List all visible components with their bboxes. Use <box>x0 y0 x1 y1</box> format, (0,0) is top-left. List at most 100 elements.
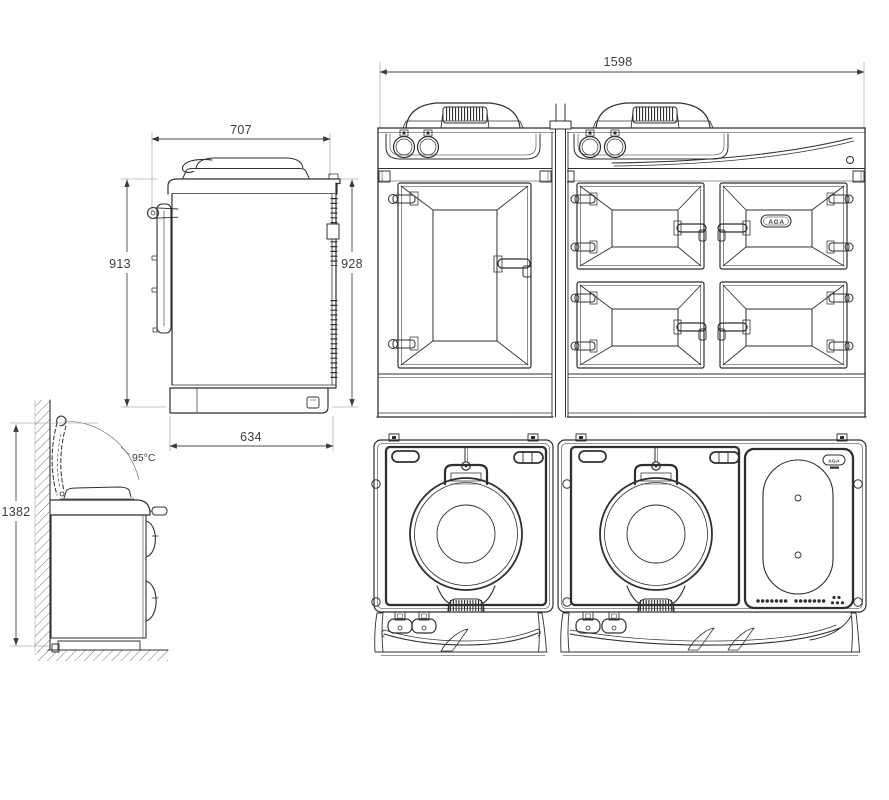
joint-pin <box>853 479 863 489</box>
cooker-body-lid-open <box>50 486 168 653</box>
zone-marker <box>794 494 802 502</box>
door-hinge <box>388 191 419 206</box>
knob-top <box>601 611 627 634</box>
cooker-body-side <box>169 182 340 389</box>
front-leg <box>850 612 860 653</box>
door-handle <box>717 319 751 341</box>
door-hinge <box>826 291 854 305</box>
top-left-oven-door <box>570 182 707 270</box>
hotplate-lid <box>599 477 713 591</box>
side-handle <box>146 206 179 220</box>
door-hinge <box>570 192 598 206</box>
knob <box>416 129 440 159</box>
zone-marker <box>794 551 802 559</box>
joint-pin <box>371 597 381 607</box>
front-plinth <box>376 373 867 418</box>
dimension-lid-open-height: 1382 <box>0 422 99 647</box>
warming-zone <box>762 459 834 595</box>
plan-left-module <box>371 433 554 613</box>
rail-bracket <box>440 628 469 652</box>
bottom-left-oven-door <box>570 281 707 369</box>
left-oven-door <box>388 182 532 369</box>
joint-pin <box>853 597 863 607</box>
hotplate-lid-handle <box>436 585 496 612</box>
door-hinge <box>826 192 854 206</box>
right-lid-dome-front <box>592 102 714 129</box>
knob <box>603 129 627 159</box>
touch-controls <box>756 595 845 605</box>
top-right-oven-door: AGA <box>717 182 854 270</box>
wall-section <box>34 399 51 653</box>
side-view-lid-open: 1382 95°C <box>0 399 169 661</box>
knob-top <box>411 611 437 634</box>
door-handle <box>493 255 532 278</box>
hotplate-lid-side <box>181 157 310 179</box>
side-elevation-view: 707 913 928 634 <box>102 123 369 452</box>
knob <box>578 129 602 159</box>
right-control-recess <box>573 133 729 160</box>
vent-slot <box>391 450 420 463</box>
plinth-side <box>169 387 329 414</box>
front-leg <box>560 612 570 653</box>
bottom-right-oven-door <box>717 281 854 369</box>
aga-badge-small-label: AGA <box>828 458 840 464</box>
front-leg <box>537 612 547 653</box>
hotplate-lid <box>409 477 523 591</box>
dim-634-label: 634 <box>240 430 262 444</box>
module-divider-column <box>549 103 572 418</box>
hob-edge-swoosh <box>611 137 855 167</box>
rail-bracket <box>687 627 715 651</box>
handle-rail <box>569 627 841 646</box>
induction-panel: AGA <box>743 447 855 610</box>
dim-707-label: 707 <box>230 123 252 137</box>
dim-1382-label: 1382 <box>1 505 30 519</box>
aga-badge-small: AGA <box>822 454 846 469</box>
door-handle <box>673 220 707 242</box>
door-hinge <box>388 336 419 351</box>
aga-badge: AGA <box>760 214 792 228</box>
hotplate-lid-hinge <box>443 446 489 486</box>
plan-view: AGA <box>371 433 867 656</box>
front-door-edge <box>151 203 172 334</box>
door-handle <box>717 220 751 242</box>
knob <box>392 129 416 159</box>
vent-grille <box>513 451 544 464</box>
dimension-overall-width: 1598 <box>379 55 865 129</box>
top-band <box>377 127 866 418</box>
door-handle <box>673 319 707 341</box>
dimension-height-left: 913 <box>102 178 167 408</box>
plan-right-module: AGA <box>557 433 867 613</box>
door-hinge <box>826 240 854 254</box>
control-knobs <box>392 129 627 159</box>
hotplate-lid-hinge <box>633 446 679 486</box>
hotplate-lid-handle <box>626 585 686 612</box>
lid-temperature-label: 95°C <box>132 452 156 464</box>
dim-928-label: 928 <box>341 257 363 271</box>
door-hinge <box>570 240 598 254</box>
left-control-recess <box>385 133 541 160</box>
dim-1598-label: 1598 <box>603 55 632 69</box>
dim-913-label: 913 <box>109 257 131 271</box>
door-hinge <box>570 339 598 353</box>
vent-slot <box>578 450 607 463</box>
dimension-bottom-depth: 634 <box>169 415 334 452</box>
plan-front-rail-right <box>560 611 861 656</box>
left-lid-dome-front <box>402 102 524 129</box>
rail-bracket <box>727 627 755 651</box>
handle-rail <box>383 632 539 646</box>
plan-front-rail-left <box>374 611 548 656</box>
dimension-height-right: 928 <box>331 178 369 408</box>
aga-badge-label: AGA <box>768 219 784 226</box>
lid-swing-arc: 95°C <box>63 420 156 481</box>
vent-grille <box>709 451 740 464</box>
top-plate-side <box>167 173 341 195</box>
open-lid <box>51 415 67 497</box>
door-hinge <box>570 291 598 305</box>
dimension-top-depth: 707 <box>151 123 331 213</box>
hinge-rail-clips <box>378 170 865 183</box>
front-elevation-view: 1598 <box>376 55 867 418</box>
knob-top <box>575 611 601 634</box>
door-hinge <box>826 339 854 353</box>
